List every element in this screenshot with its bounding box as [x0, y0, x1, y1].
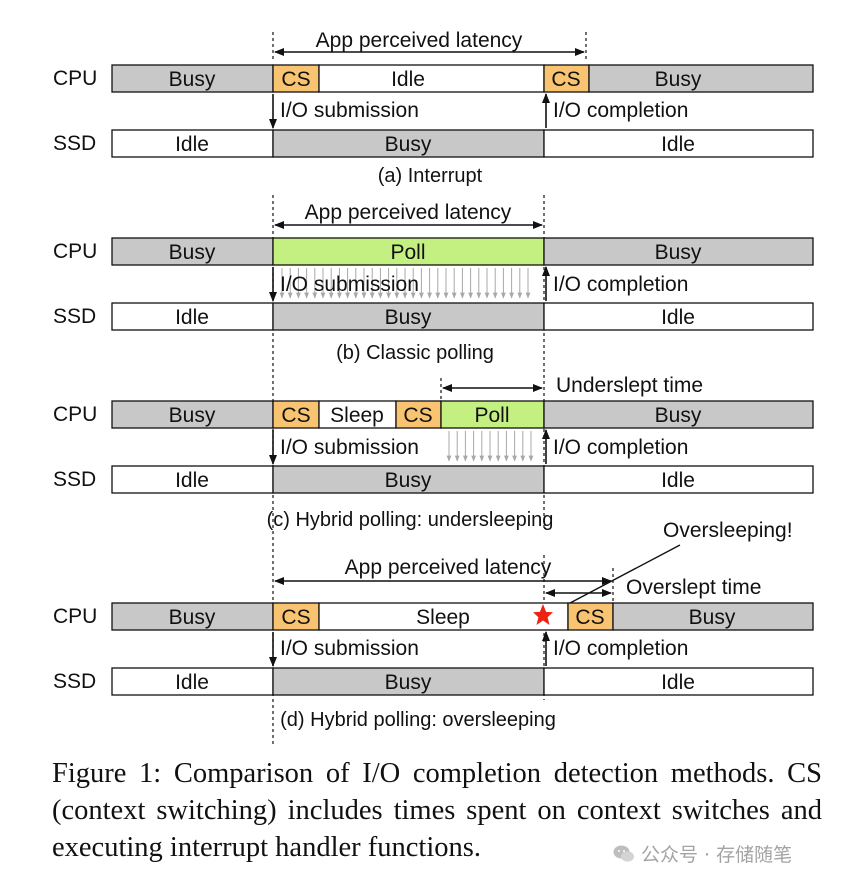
completion-label: I/O completion — [553, 273, 688, 296]
segment-label: Idle — [175, 469, 209, 492]
segment-label: CS — [281, 404, 310, 427]
submission-label: I/O submission — [280, 436, 419, 459]
polling-arrows — [446, 431, 534, 462]
latency-label: App perceived latency — [316, 29, 523, 52]
ssd-busy-segment — [272, 129, 545, 158]
segment-label: Busy — [169, 404, 216, 427]
segment-label: Busy — [655, 68, 702, 91]
completion-label: I/O completion — [553, 637, 688, 660]
watermark-text: 公众号 · 存储随笔 — [641, 844, 793, 866]
segment-label: Idle — [175, 306, 209, 329]
ssd-idle-segment — [111, 667, 274, 696]
cpu-busy-segment — [543, 400, 814, 429]
panel-caption: (d) Hybrid polling: oversleeping — [280, 709, 556, 731]
segment-label: CS — [281, 606, 310, 629]
star-icon — [533, 604, 553, 625]
segment-label: CS — [281, 68, 310, 91]
submission-label: I/O submission — [280, 273, 419, 296]
cpu-busy-segment — [111, 400, 274, 429]
cpu-row-label: CPU — [53, 240, 97, 263]
panel-caption: (c) Hybrid polling: undersleeping — [267, 509, 554, 531]
oversleeping-label: Oversleeping! — [663, 519, 793, 542]
ssd-busy-segment — [272, 667, 545, 696]
segment-label: Busy — [169, 68, 216, 91]
latency-label: App perceived latency — [345, 556, 552, 579]
overslept-label: Overslept time — [626, 576, 761, 599]
cpu-idle-segment — [318, 64, 545, 93]
segment-label: Sleep — [416, 606, 470, 629]
ssd-idle-segment — [543, 667, 814, 696]
segment-label: Busy — [385, 469, 432, 492]
segment-label: Busy — [385, 671, 432, 694]
cpu-row-label: CPU — [53, 605, 97, 628]
ssd-idle-segment — [111, 129, 274, 158]
cpu-busy-segment — [612, 602, 814, 631]
cpu-busy-segment — [543, 237, 814, 266]
oversleeping-pointer — [552, 544, 681, 613]
segment-label: Poll — [390, 241, 425, 264]
completion-label: I/O completion — [553, 99, 688, 122]
segment-label: CS — [403, 404, 432, 427]
cpu-cs-segment — [272, 400, 320, 429]
panel-a-interrupt: App perceived latency CPU Busy CS Idle C… — [53, 29, 814, 187]
cpu-cs-segment — [543, 64, 590, 93]
underslept-label: Underslept time — [556, 374, 703, 397]
ssd-row-label: SSD — [53, 305, 96, 328]
segment-label: CS — [575, 606, 604, 629]
cpu-row-label: CPU — [53, 403, 97, 426]
wechat-icon — [613, 845, 634, 862]
segment-label: Idle — [391, 68, 425, 91]
segment-label: Busy — [689, 606, 736, 629]
ssd-busy-segment — [272, 465, 545, 494]
io-completion-diagram: App perceived latency CPU Busy CS Idle C… — [53, 29, 814, 745]
polling-arrows — [279, 268, 531, 299]
panel-c-undersleeping: Underslept time CPU Busy CS Sleep CS Pol… — [53, 374, 814, 531]
segment-label: Idle — [661, 306, 695, 329]
ssd-idle-segment — [543, 129, 814, 158]
panel-b-classic-polling: App perceived latency CPU Busy Poll Busy… — [53, 195, 814, 745]
ssd-row-label: SSD — [53, 670, 96, 693]
segment-label: Busy — [385, 133, 432, 156]
segment-label: Busy — [169, 241, 216, 264]
ssd-idle-segment — [543, 465, 814, 494]
cpu-busy-segment — [111, 237, 274, 266]
cpu-poll-segment — [272, 237, 545, 266]
cpu-busy-segment — [588, 64, 814, 93]
ssd-idle-segment — [543, 302, 814, 331]
segment-label: Poll — [474, 404, 509, 427]
segment-label: Busy — [169, 606, 216, 629]
figure-caption: Figure 1: Comparison of I/O completion d… — [52, 758, 822, 863]
panel-caption: (a) Interrupt — [378, 165, 483, 187]
cpu-sleep-segment — [318, 602, 569, 631]
segment-label: Idle — [661, 671, 695, 694]
latency-label: App perceived latency — [305, 201, 512, 224]
segment-label: Busy — [385, 306, 432, 329]
segment-label: Idle — [175, 671, 209, 694]
cpu-row-label: CPU — [53, 67, 97, 90]
segment-label: Idle — [661, 133, 695, 156]
segment-label: Idle — [175, 133, 209, 156]
segment-label: Idle — [661, 469, 695, 492]
cpu-cs-segment — [272, 602, 320, 631]
watermark: 公众号 · 存储随笔 — [612, 840, 792, 867]
segment-label: Busy — [655, 241, 702, 264]
submission-label: I/O submission — [280, 99, 419, 122]
ssd-idle-segment — [111, 465, 274, 494]
completion-label: I/O completion — [553, 436, 688, 459]
ssd-row-label: SSD — [53, 132, 96, 155]
cpu-busy-segment — [111, 64, 274, 93]
segment-label: Sleep — [330, 404, 384, 427]
panel-d-oversleeping: Oversleeping! App perceived latency Over… — [53, 519, 814, 731]
panel-caption: (b) Classic polling — [336, 342, 494, 364]
submission-label: I/O submission — [280, 637, 419, 660]
segment-label: CS — [551, 68, 580, 91]
segment-label: Busy — [655, 404, 702, 427]
ssd-idle-segment — [111, 302, 274, 331]
cpu-cs-segment — [395, 400, 442, 429]
ssd-busy-segment — [272, 302, 545, 331]
ssd-row-label: SSD — [53, 468, 96, 491]
